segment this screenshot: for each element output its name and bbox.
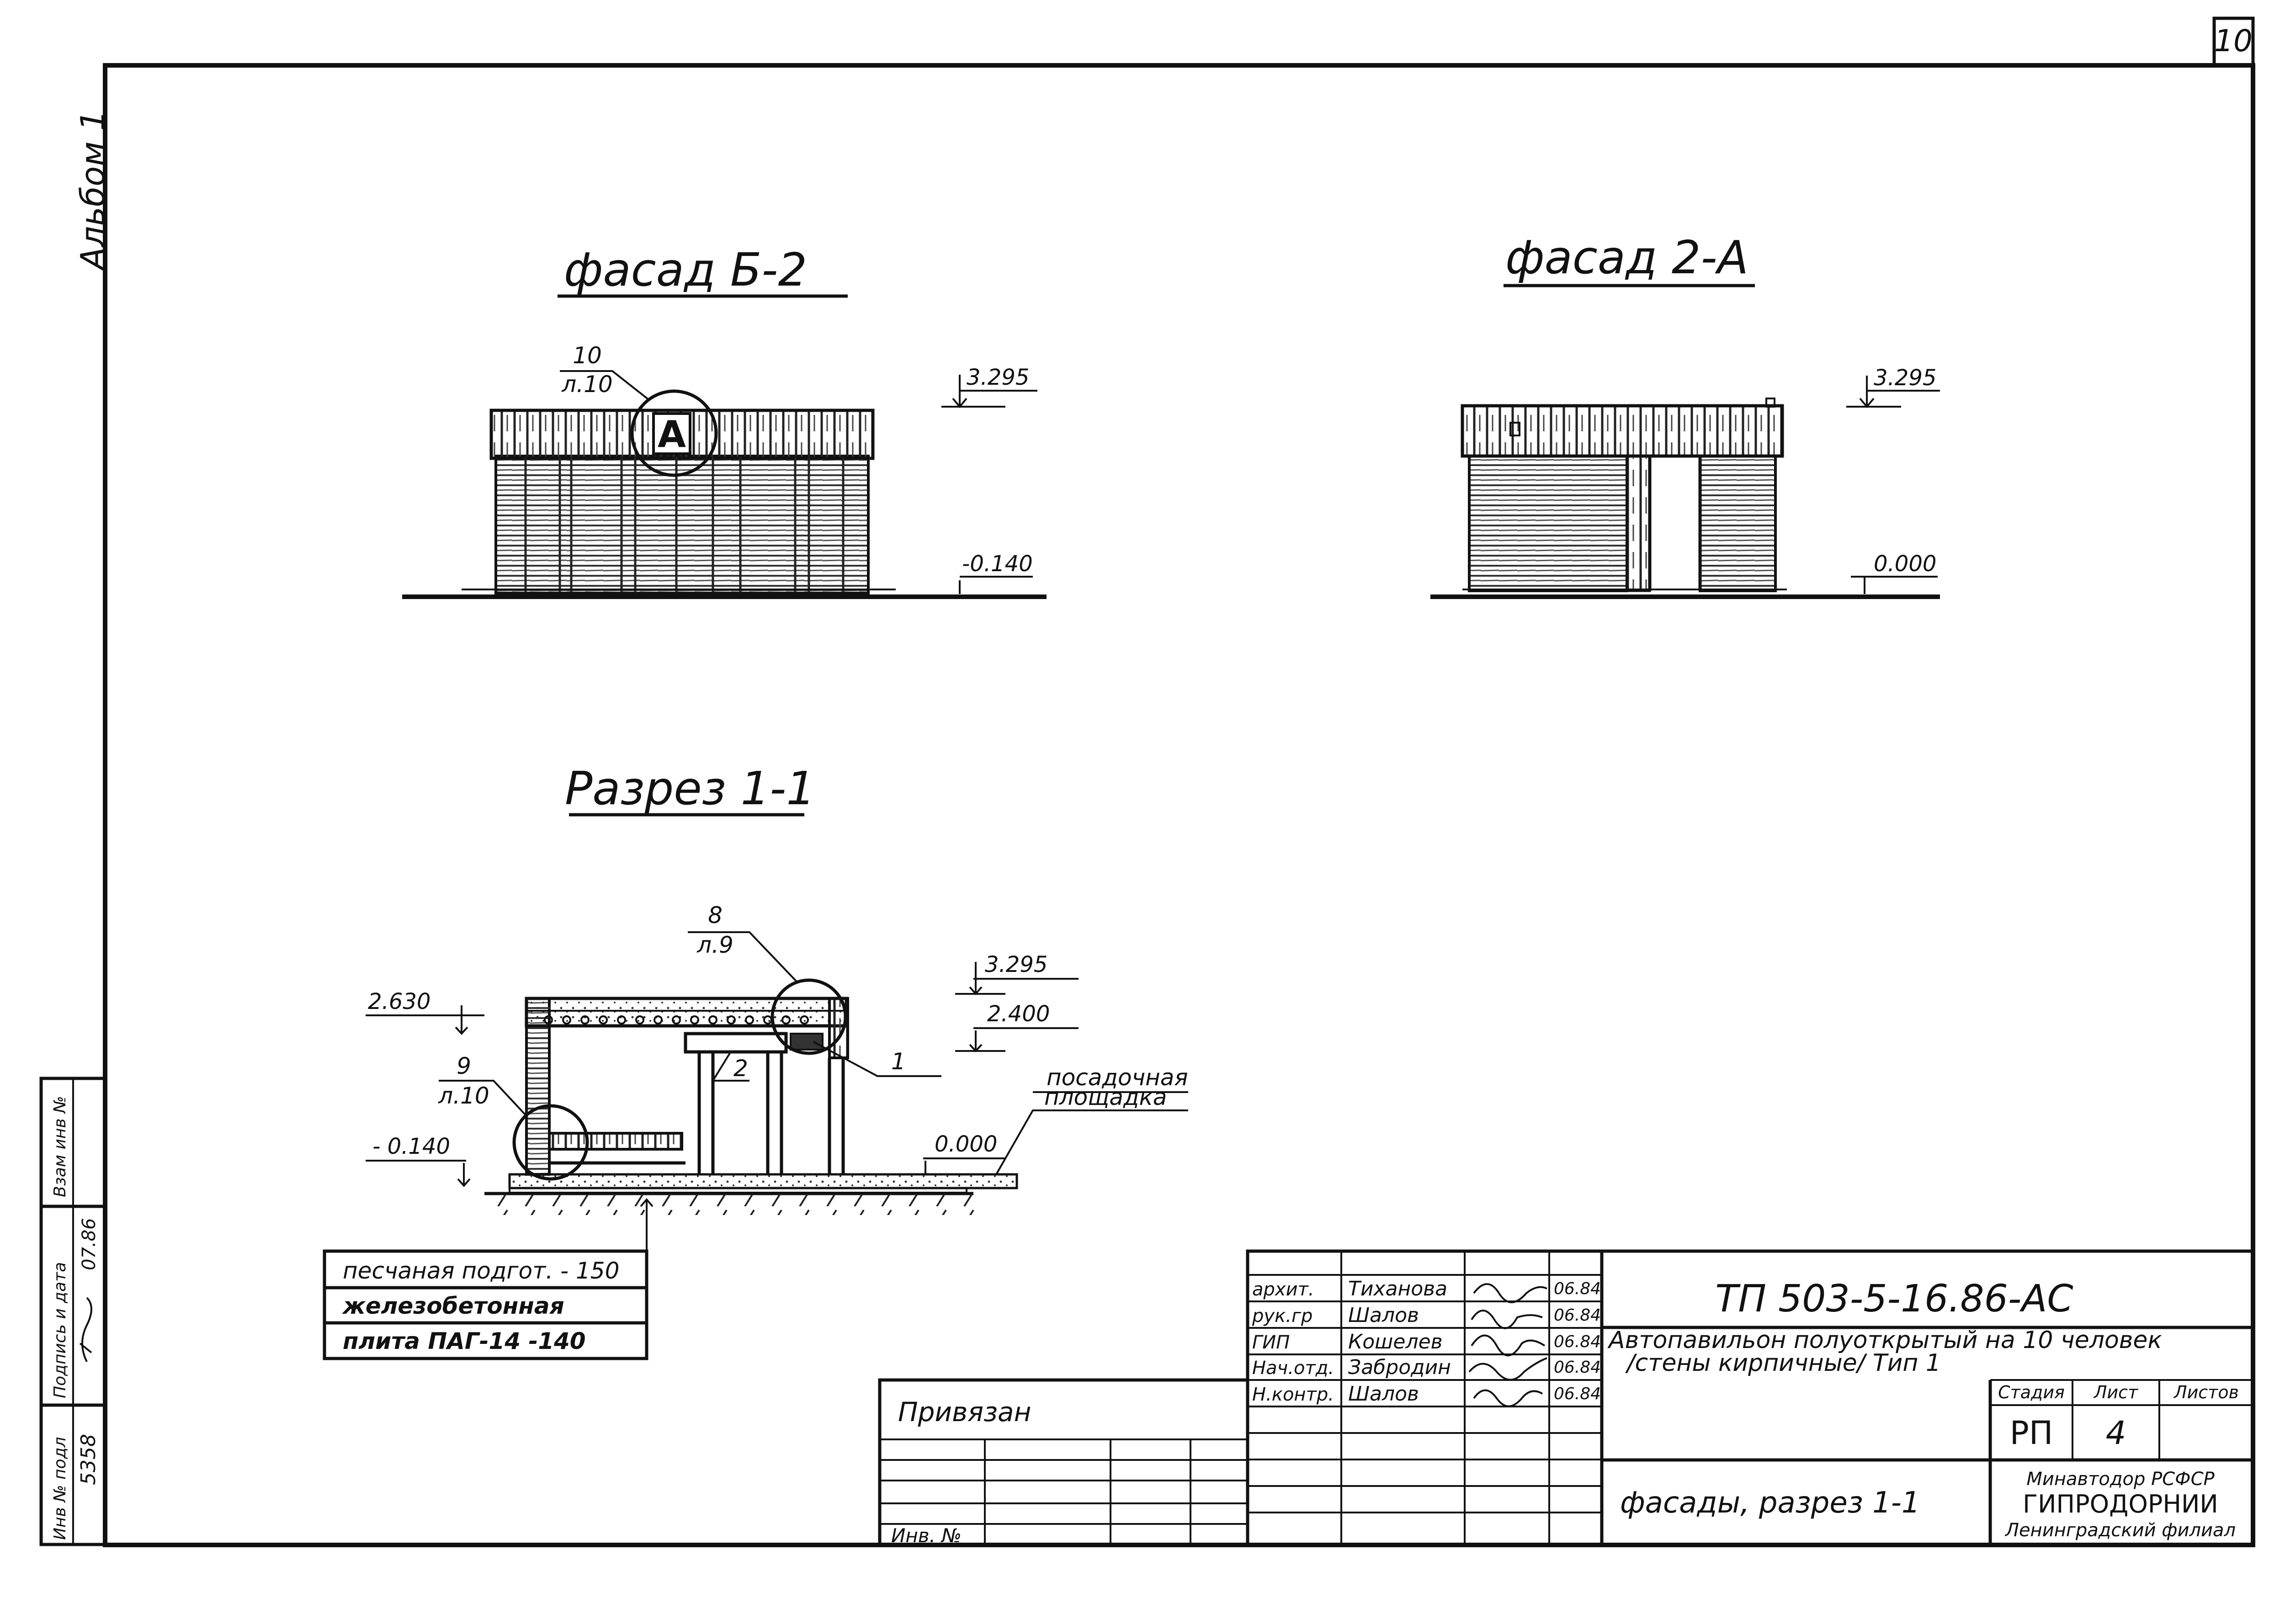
org-line-2: ГИПРОДОРНИИ [2023, 1490, 2218, 1518]
facade-b2-callout-sheet: л.10 [561, 371, 612, 398]
sheet-label: Лист [2093, 1382, 2139, 1402]
facade-b2-elev-top: 3.295 [967, 365, 1029, 390]
section-elev-m0140: - 0.140 [372, 1134, 450, 1159]
facade-b2-callout-mark: А [658, 413, 686, 456]
person-role: архит. [1252, 1279, 1314, 1300]
person-date: 06.84 [1554, 1358, 1601, 1377]
section-callout9-sheet: л.10 [438, 1083, 489, 1109]
facade-2a-title: фасад 2-А [1505, 231, 1748, 284]
person-name: Шалов [1348, 1304, 1419, 1327]
signature-mark [1468, 1357, 1547, 1381]
person-date: 06.84 [1554, 1279, 1601, 1298]
section-elev-0000: 0.000 [935, 1131, 997, 1157]
stamp-signature-date: 07.86 [79, 1218, 100, 1270]
signature-mark [1471, 1310, 1543, 1329]
person-role: ГИП [1252, 1332, 1290, 1353]
person-date: 06.84 [1554, 1385, 1601, 1403]
person-date: 06.84 [1554, 1332, 1601, 1351]
people-row: Н.контр. Шалов 06.84 [1252, 1382, 1601, 1407]
person-name: Забродин [1348, 1356, 1451, 1379]
facade-b2-title: фасад Б-2 [564, 243, 807, 297]
left-stamp: Взам инв № Подпись и дата 07.86 Инв № по… [39, 1077, 107, 1546]
people-row: рук.гр Шалов 06.84 [1252, 1304, 1601, 1329]
people-row: архит. Тиханова 06.84 [1252, 1277, 1601, 1303]
person-name: Шалов [1348, 1382, 1419, 1406]
sheets-label: Листов [2173, 1382, 2239, 1402]
org-line-1: Минавтодор РСФСР [2026, 1469, 2215, 1490]
facade-2a-elev-bottom: 0.000 [1874, 551, 1936, 577]
section-callout9-num: 9 [457, 1053, 471, 1079]
signature-mark [1473, 1283, 1547, 1303]
signature-mark [1473, 1389, 1543, 1407]
person-date: 06.84 [1554, 1306, 1601, 1325]
person-role: Н.контр. [1252, 1384, 1334, 1405]
album-label: Альбом 1 [74, 110, 112, 271]
sheet-number: 10 [2214, 23, 2253, 58]
section-item-2: 2 [733, 1055, 748, 1082]
section-1-1-view: Разрез 1-1 8 л.9 [323, 762, 1188, 1360]
person-role: рук.гр [1252, 1306, 1313, 1327]
facade-b2-wall [494, 455, 870, 594]
stamp-inv-podl-value: 5358 [77, 1434, 100, 1485]
signature-mark [1471, 1334, 1546, 1357]
stage-value: РП [2010, 1414, 2053, 1452]
doc-code: ТП 503-5-16.86-АС [1715, 1277, 2073, 1321]
layer-row-sand: песчаная подгот. - 150 [343, 1258, 619, 1284]
person-name: Кошелев [1348, 1330, 1443, 1353]
section-platform-label-1: посадочная [1047, 1064, 1188, 1091]
facade-2a-pier [1626, 455, 1651, 592]
section-callout8-num: 8 [708, 902, 723, 929]
drawing-name: фасады, разрез 1-1 [1620, 1486, 1920, 1520]
facade-b2-elev-bottom: -0.140 [962, 551, 1033, 577]
section-elev-2400: 2.400 [987, 1001, 1050, 1027]
stamp-vzam-label: Взам инв № [51, 1096, 69, 1197]
person-name: Тиханова [1348, 1277, 1447, 1300]
section-item-1: 1 [891, 1048, 906, 1075]
stage-label: Стадия [1998, 1382, 2065, 1402]
facade-b2-view: фасад Б-2 А 10 л.10 [402, 243, 1047, 599]
section-callout8-sheet: л.9 [696, 932, 733, 958]
person-role: Нач.отд. [1252, 1358, 1334, 1379]
layer-row-slab: плита ПАГ-14 -140 [343, 1328, 586, 1354]
facade-2a-wall-right [1699, 455, 1777, 592]
people-row: ГИП Кошелев 06.84 [1252, 1330, 1601, 1357]
project-line-2: /стены кирпичные/ Тип 1 [1625, 1349, 1941, 1377]
section-elev-3295: 3.295 [985, 952, 1047, 977]
facade-2a-view: фасад 2-А 3.295 0.000 [1430, 231, 1940, 599]
facade-2a-wall-left [1468, 455, 1628, 592]
org-line-3: Ленинградский филиал [2004, 1520, 2236, 1541]
inv-no-label: Инв. № [891, 1524, 962, 1547]
stamp-inv-podl-label: Инв № подл [51, 1437, 69, 1540]
section-elev-2630: 2.630 [368, 989, 430, 1014]
facade-2a-elev-top: 3.295 [1874, 365, 1936, 391]
stamp-signature-label: Подпись и дата [51, 1262, 69, 1398]
layer-row-concrete: железобетонная [342, 1293, 564, 1319]
facade-b2-callout-num: 10 [573, 342, 602, 369]
privyazan-label: Привязан [898, 1396, 1031, 1428]
section-platform-label-2: площадка [1044, 1084, 1167, 1110]
people-row: Нач.отд. Забродин 06.84 [1252, 1356, 1601, 1381]
sheet-value: 4 [2106, 1414, 2126, 1452]
project-line-1: Автопавильон полуоткрытый на 10 человек [1607, 1327, 2162, 1354]
section-1-1-title: Разрез 1-1 [565, 762, 815, 815]
title-block: Привязан Инв. № архит. Тиханова 06.84 ру… [878, 1249, 2255, 1547]
